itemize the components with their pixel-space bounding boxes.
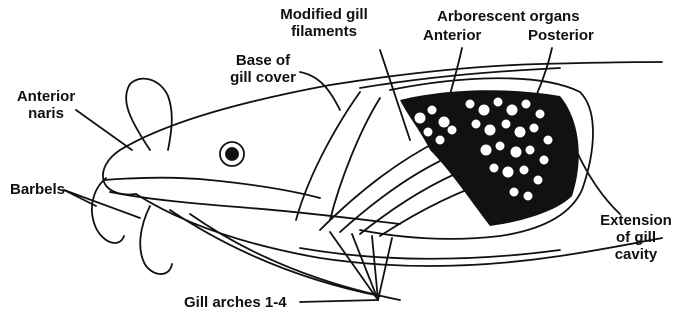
label-modified-gill-filaments-line-1: Modified gill <box>264 6 384 23</box>
leader-gill-arches-e <box>378 238 392 300</box>
label-extension-of-gill-cavity-line-2: of gill <box>596 229 676 246</box>
barbel-lower <box>140 206 172 274</box>
body-dorsal-outline <box>120 62 662 150</box>
label-arborescent-organs: Arborescent organs <box>437 8 580 25</box>
label-base-of-gill-cover-line-1: Base of <box>220 52 306 69</box>
leader-modified-filaments <box>380 50 410 140</box>
label-base-of-gill-cover-line-2: gill cover <box>220 69 306 86</box>
naris-tube <box>126 79 172 150</box>
label-extension-of-gill-cavity-line-3: cavity <box>596 246 676 263</box>
label-gill-arches: Gill arches 1-4 <box>184 294 287 311</box>
label-base-of-gill-cover: Base of gill cover <box>220 52 306 86</box>
label-anterior-naris-line-2: naris <box>8 105 84 122</box>
leader-extension-gill-cavity <box>576 150 620 214</box>
label-extension-of-gill-cavity-line-1: Extension <box>596 212 676 229</box>
leader-gill-arches-a <box>300 300 378 302</box>
barbel-long-1 <box>170 210 380 296</box>
label-anterior-naris-line-1: Anterior <box>8 88 84 105</box>
label-extension-of-gill-cavity: Extension of gill cavity <box>596 212 676 263</box>
label-modified-gill-filaments: Modified gill filaments <box>264 6 384 40</box>
gill-cover-edge <box>330 98 380 220</box>
label-modified-gill-filaments-line-2: filaments <box>264 23 384 40</box>
label-anterior-naris: Anterior naris <box>8 88 84 122</box>
label-posterior-organ: Posterior <box>528 27 594 44</box>
snout-outline <box>103 150 136 195</box>
label-barbels: Barbels <box>10 181 65 198</box>
leader-anterior-naris <box>76 110 132 150</box>
body-ventral-line-2 <box>300 248 560 259</box>
eye-inner <box>226 148 238 160</box>
label-anterior-organ: Anterior <box>423 27 481 44</box>
leader-base-gill-cover <box>300 72 340 110</box>
